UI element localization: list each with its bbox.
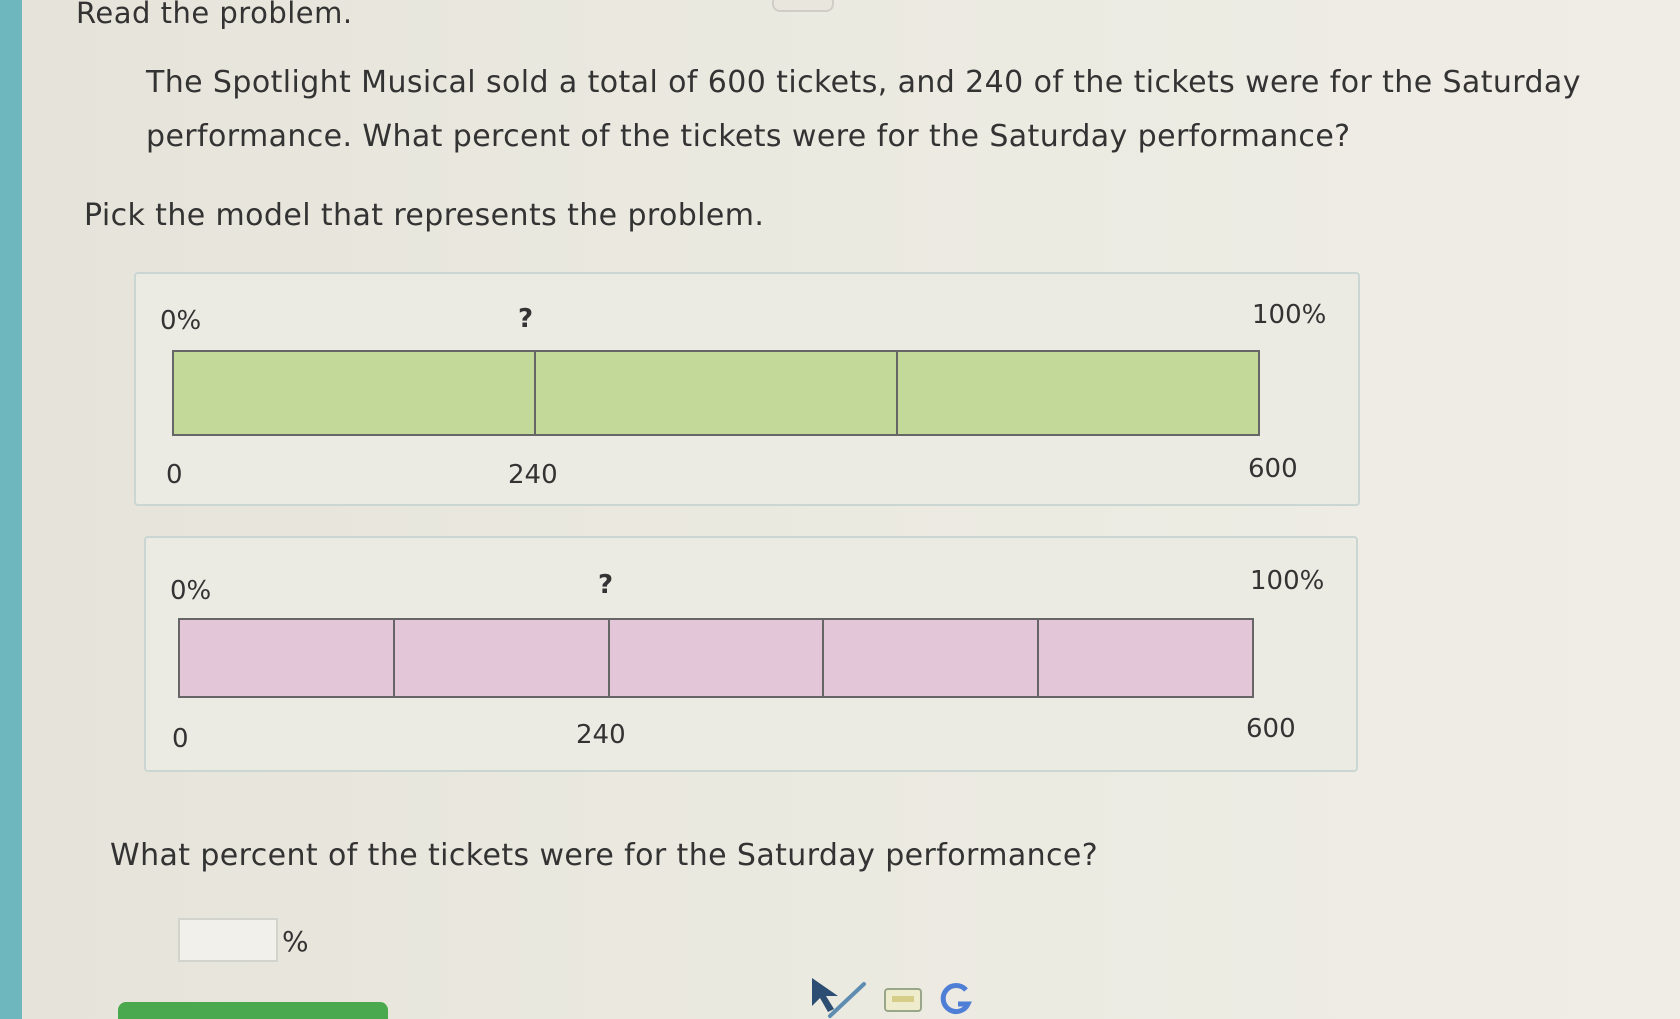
model-2-top-right-label: 100% (1250, 566, 1325, 596)
google-g-icon[interactable] (936, 978, 980, 1019)
model-1-top-right-label: 100% (1252, 300, 1327, 330)
percent-answer-input[interactable] (178, 918, 278, 962)
problem-text: The Spotlight Musical sold a total of 60… (146, 65, 1581, 154)
model-2-bar (178, 618, 1254, 698)
arrow-pointer-icon[interactable] (808, 976, 874, 1019)
submit-button[interactable] (118, 1002, 388, 1019)
model-option-2[interactable]: 0% ? 100% 0 240 600 (144, 536, 1358, 772)
model-1-top-left-label: 0% (160, 306, 202, 336)
model-1-bar (172, 350, 1260, 436)
percent-suffix: % (282, 925, 309, 958)
collapse-tab[interactable] (772, 0, 834, 12)
question-text: What percent of the tickets were for the… (110, 838, 1099, 873)
model-1-top-middle-label: ? (518, 304, 534, 334)
model-1-bottom-right-label: 600 (1248, 454, 1298, 484)
left-accent-strip (0, 0, 22, 1019)
model-2-bottom-right-label: 600 (1246, 714, 1296, 744)
model-1-segment (896, 352, 1258, 434)
model-2-segment (180, 620, 393, 696)
model-2-segment (607, 620, 823, 696)
model-2-segment (822, 620, 1038, 696)
model-2-bottom-middle-label: 240 (576, 720, 626, 750)
model-1-bottom-left-label: 0 (166, 460, 183, 490)
model-option-1[interactable]: 0% ? 100% 0 240 600 (134, 272, 1360, 506)
model-2-segment (392, 620, 608, 696)
model-1-segment (174, 352, 534, 434)
keyboard-icon[interactable] (882, 986, 926, 1019)
model-1-bottom-middle-label: 240 (508, 460, 558, 490)
model-2-segment (1037, 620, 1252, 696)
read-problem-heading: Read the problem. (76, 0, 353, 30)
model-1-segment (534, 352, 896, 434)
model-2-top-left-label: 0% (170, 576, 212, 606)
instruction-text: Pick the model that represents the probl… (84, 198, 765, 233)
model-2-top-middle-label: ? (598, 570, 614, 600)
problem-page: Read the problem. The Spotlight Musical … (22, 0, 1680, 1019)
model-2-bottom-left-label: 0 (172, 724, 189, 754)
